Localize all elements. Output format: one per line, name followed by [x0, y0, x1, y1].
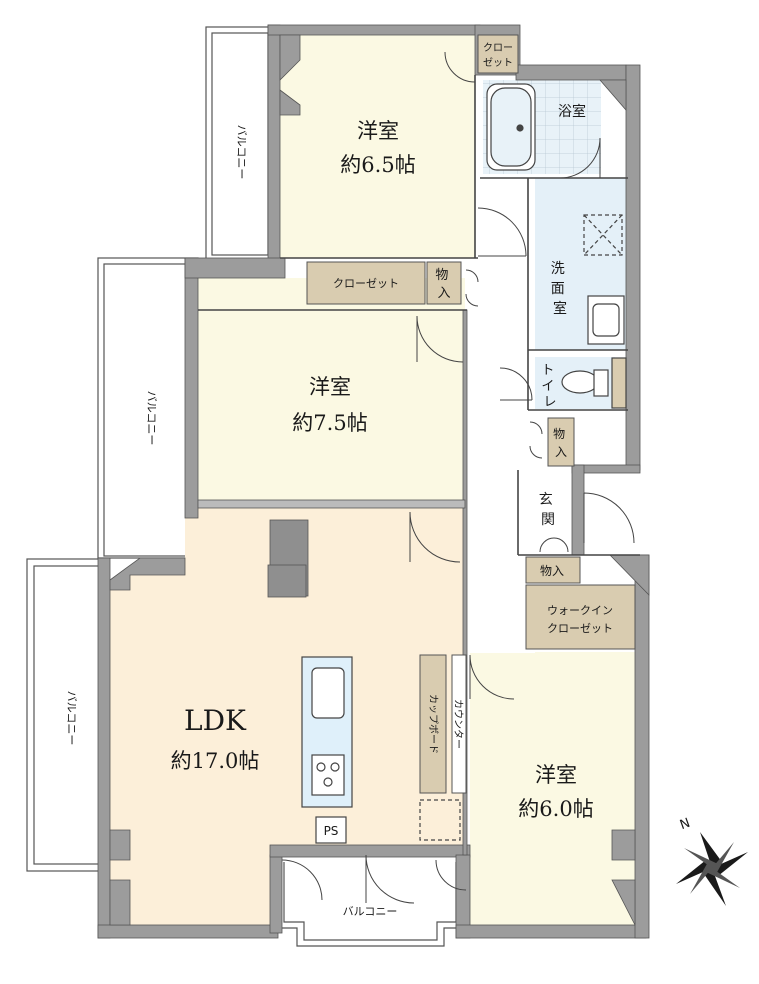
- fridge-space-icon: [419, 799, 461, 841]
- counter: [451, 654, 467, 794]
- room-fills: [110, 35, 635, 925]
- storage-hall-char-2: 入: [437, 286, 450, 301]
- balcony-label-bottom: バルコニー: [343, 905, 398, 918]
- counter-label: カウンター: [452, 699, 464, 749]
- room-size-bedroom-south: 約6.0帖: [518, 797, 593, 821]
- compass-rose: N: [676, 816, 748, 906]
- walkin-label-2: クローゼット: [547, 622, 613, 635]
- washer-space-icon: [583, 214, 623, 256]
- closet-label: クローゼット: [333, 277, 399, 290]
- hall-floor: [465, 258, 535, 653]
- toilet-label: ト イ レ: [541, 363, 558, 410]
- bedroom-south-floor: [470, 652, 635, 925]
- closet-middle: [306, 261, 426, 305]
- doors: [281, 51, 635, 904]
- storage-toilet-label: 物 入: [553, 427, 569, 459]
- kitchen-sink-icon: [311, 667, 345, 719]
- room-size-bedroom-middle: 約7.5帖: [292, 411, 367, 435]
- ps-label: PS: [324, 824, 339, 838]
- storage-entrance-label: 物入: [540, 564, 564, 578]
- cupboard-label: カップボード: [427, 694, 439, 754]
- small-closet-label-2: ゼット: [483, 57, 513, 69]
- room-labels: 洋室 約6.5帖 洋室 約7.5帖 LDK 約17.0帖 洋室 約6.0帖: [171, 119, 594, 821]
- storage-units: [306, 34, 636, 794]
- balcony-label-top: バルコニー: [235, 125, 248, 180]
- walkin-label-1: ウォークイン: [547, 604, 613, 617]
- storage-toilet: [547, 417, 575, 467]
- compass-north-label: N: [678, 816, 692, 833]
- toilet-icon: [561, 370, 599, 394]
- small-closet-label-1: クロー: [483, 42, 513, 54]
- cupboard: [419, 654, 447, 794]
- small-closet-north: [477, 34, 519, 74]
- ps-box: [315, 816, 347, 844]
- room-name-ldk: LDK: [184, 704, 247, 737]
- compass-star-icon: [676, 832, 748, 906]
- room-name-bedroom-middle: 洋室: [309, 375, 351, 399]
- room-size-bedroom-north: 約6.5帖: [340, 153, 415, 177]
- room-name-bedroom-north: 洋室: [357, 119, 399, 143]
- balcony-label-middle: バルコニー: [145, 391, 158, 446]
- room-name-bedroom-south: 洋室: [535, 763, 577, 787]
- stove-icon: [311, 754, 345, 796]
- balcony-label-lower: バルコニー: [65, 691, 78, 746]
- bedroom-north-floor: [280, 35, 475, 258]
- storage-hall-char-1: 物: [435, 268, 448, 283]
- storage-entrance: [525, 556, 581, 584]
- bedroom-middle-floor: [198, 278, 465, 504]
- entrance-label: 玄 関: [539, 491, 557, 528]
- small-labels: 浴室 クロー ゼット クローゼット 物 入 洗 面 室 ト イ レ 物 入 玄 …: [65, 42, 613, 918]
- interior-walls: [198, 75, 640, 556]
- room-size-ldk: 約17.0帖: [171, 749, 260, 773]
- washroom-label: 洗 面 室: [551, 261, 569, 317]
- walkin-closet: [525, 584, 636, 650]
- bath-label: 浴室: [558, 103, 586, 120]
- fixtures: [301, 83, 627, 844]
- storage-hall-label: 物 入: [435, 268, 452, 301]
- storage-hall: [426, 261, 462, 305]
- ldk-floor: [110, 508, 463, 925]
